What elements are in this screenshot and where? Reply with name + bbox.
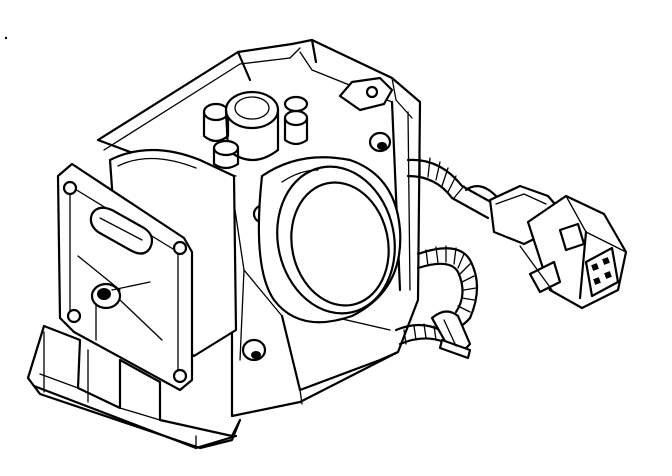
mounting-tab <box>338 76 394 112</box>
throttle-bore <box>257 156 402 324</box>
hose-ribs <box>425 245 477 313</box>
coolant-hose <box>394 245 479 360</box>
port-cluster <box>202 90 309 170</box>
harness-ribs <box>419 155 465 199</box>
bolt-lower <box>241 338 267 362</box>
wire-harness <box>406 155 500 220</box>
corner-mark <box>4 36 8 40</box>
bolt-upper-right <box>368 131 392 153</box>
idle-air-control-motor <box>56 148 238 392</box>
mounting-flange <box>26 324 242 450</box>
hose-clamp <box>430 310 472 360</box>
electrical-connector <box>488 184 628 310</box>
